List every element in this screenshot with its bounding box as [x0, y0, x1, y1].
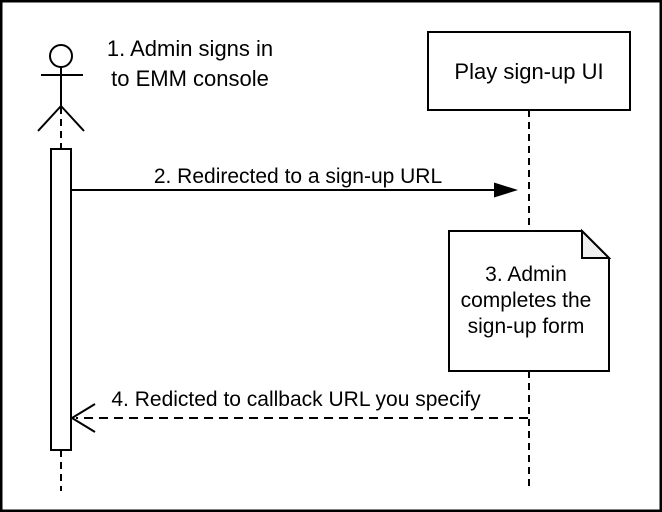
message-4-label: 4. Redicted to callback URL you specify	[111, 388, 481, 411]
actor-right-leg	[60, 105, 85, 132]
note-line1: 3. Admin	[485, 263, 567, 286]
actor-left-leg	[37, 105, 62, 132]
actor-label-line2: to EMM console	[111, 66, 269, 91]
note: 3. Admin completes the sign-up form	[448, 228, 612, 372]
activation-bar	[50, 148, 72, 451]
message-2: 2. Redirected to a sign-up URL	[71, 165, 518, 198]
message-4-arrowhead-icon	[70, 403, 96, 433]
message-2-label: 2. Redirected to a sign-up URL	[154, 165, 442, 188]
actor-label-line1: 1. Admin signs in	[107, 36, 273, 61]
message-4: 4. Redicted to callback URL you specify	[70, 388, 528, 433]
message-2-arrowhead-icon	[494, 182, 518, 198]
participant-box	[427, 31, 631, 111]
actor-icon	[37, 44, 85, 132]
note-line2: completes the	[461, 289, 592, 312]
note-line3: sign-up form	[468, 315, 585, 338]
note-fold-icon	[581, 228, 612, 259]
participant-label: Play sign-up UI	[454, 59, 603, 84]
note-shape	[448, 230, 610, 372]
actor-head	[49, 44, 73, 68]
